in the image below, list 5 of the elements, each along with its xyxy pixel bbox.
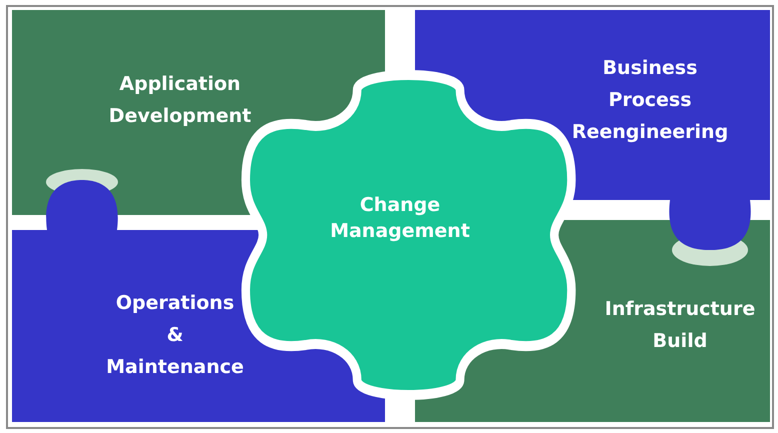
piece-label: Infrastructure Build (604, 297, 756, 354)
piece-label: Operations & Maintenance (105, 291, 245, 380)
piece-label: Application Development (108, 72, 252, 129)
piece-label: Business Process Reengineering (570, 56, 730, 145)
piece-label: Change Management (329, 193, 471, 244)
